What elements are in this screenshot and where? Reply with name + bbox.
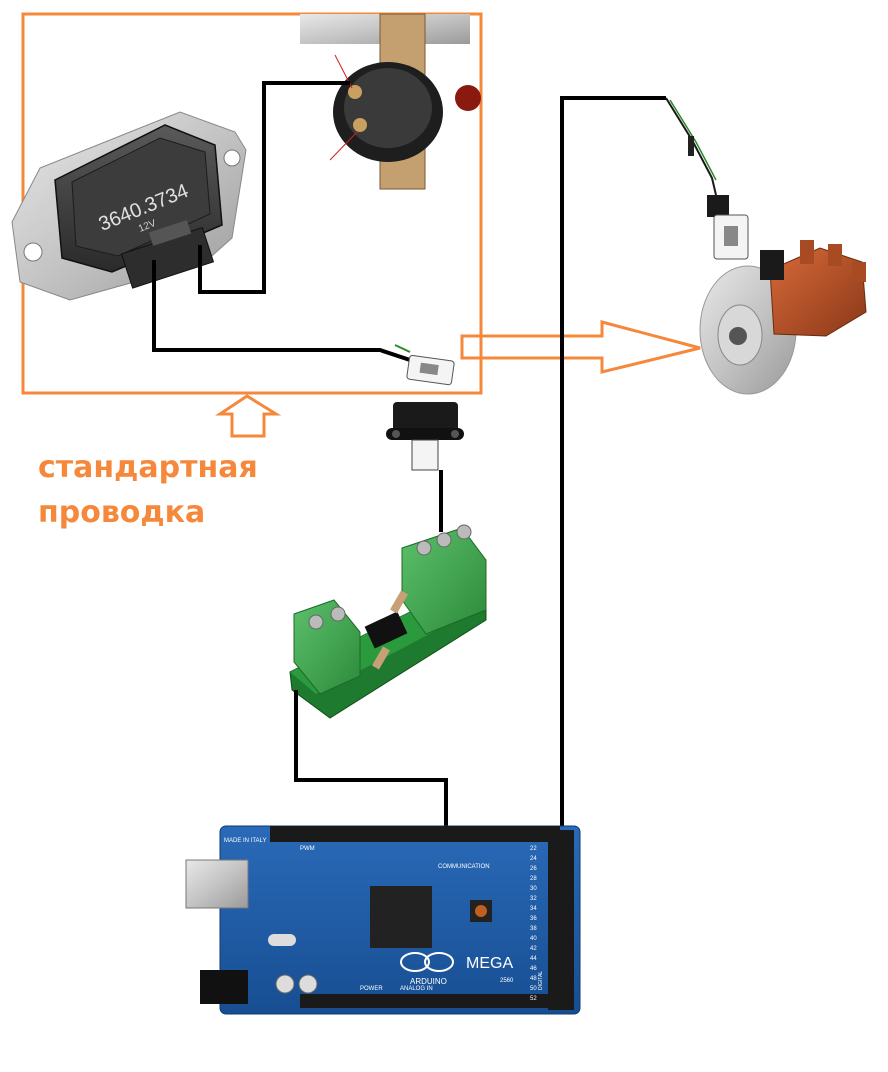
arduino-label-communication: COMMUNICATION — [438, 864, 490, 870]
arduino-pin-label: 36 — [530, 916, 537, 922]
wire-optocoupler-to-arduino — [294, 690, 448, 835]
arduino-pin-label: 50 — [530, 986, 537, 992]
arduino-pin-label: 34 — [530, 906, 537, 912]
ignition-coil-icon — [300, 13, 481, 190]
arduino-pin-label: 30 — [530, 886, 537, 892]
ignition-module-icon: 3640.3734 12V — [11, 111, 247, 301]
arduino-brand: ARDUINO — [410, 977, 447, 986]
arduino-pin-label: 32 — [530, 896, 537, 902]
distributor-sensor-connector-icon — [665, 97, 749, 260]
arduino-pin-label: 48 — [530, 976, 537, 982]
arduino-pin-label: 42 — [530, 946, 537, 952]
arduino-pin-label: 26 — [530, 866, 537, 872]
arduino-pin-label: 28 — [530, 876, 537, 882]
wire-arduino-to-distributor — [560, 96, 666, 833]
arduino-pin-label: 24 — [530, 856, 537, 862]
arrow-right-icon — [460, 320, 701, 374]
wire-module-to-hall-connector — [152, 260, 411, 362]
hall-connector-male-icon — [386, 402, 464, 471]
arduino-pin-label: 46 — [530, 966, 537, 972]
arduino-model: MEGA — [466, 955, 513, 972]
arduino-label-made-in: MADE IN ITALY — [224, 838, 266, 844]
arduino-pin-labels: 22 24 26 28 30 32 34 36 38 40 42 44 46 48 50 52 — [530, 846, 537, 1002]
arduino-pin-label: 52 — [530, 996, 537, 1002]
caption-line-2: проводка — [38, 495, 205, 530]
hall-connector-female-icon — [394, 344, 455, 386]
distributor-icon — [699, 240, 867, 395]
arrow-up-icon — [215, 394, 282, 438]
arduino-mega-icon: ARDUINO MEGA 2560 COMMUNICATION POWER AN… — [185, 825, 581, 1015]
arduino-model-suffix: 2560 — [500, 978, 514, 984]
arduino-label-pwm: PWM — [300, 846, 315, 852]
arduino-pin-label: 44 — [530, 956, 537, 962]
arduino-pin-label: 40 — [530, 936, 537, 942]
caption-line-1: стандартная — [38, 450, 258, 485]
arduino-label-analog: ANALOG IN — [400, 986, 433, 992]
wire-module-to-coil — [198, 81, 350, 294]
arduino-label-power: POWER — [360, 986, 383, 992]
arduino-pin-label: 38 — [530, 926, 537, 932]
optocoupler-board-icon — [289, 524, 487, 719]
arduino-pin-label: 22 — [530, 846, 537, 852]
arduino-label-digital: DIGITAL — [538, 971, 544, 990]
